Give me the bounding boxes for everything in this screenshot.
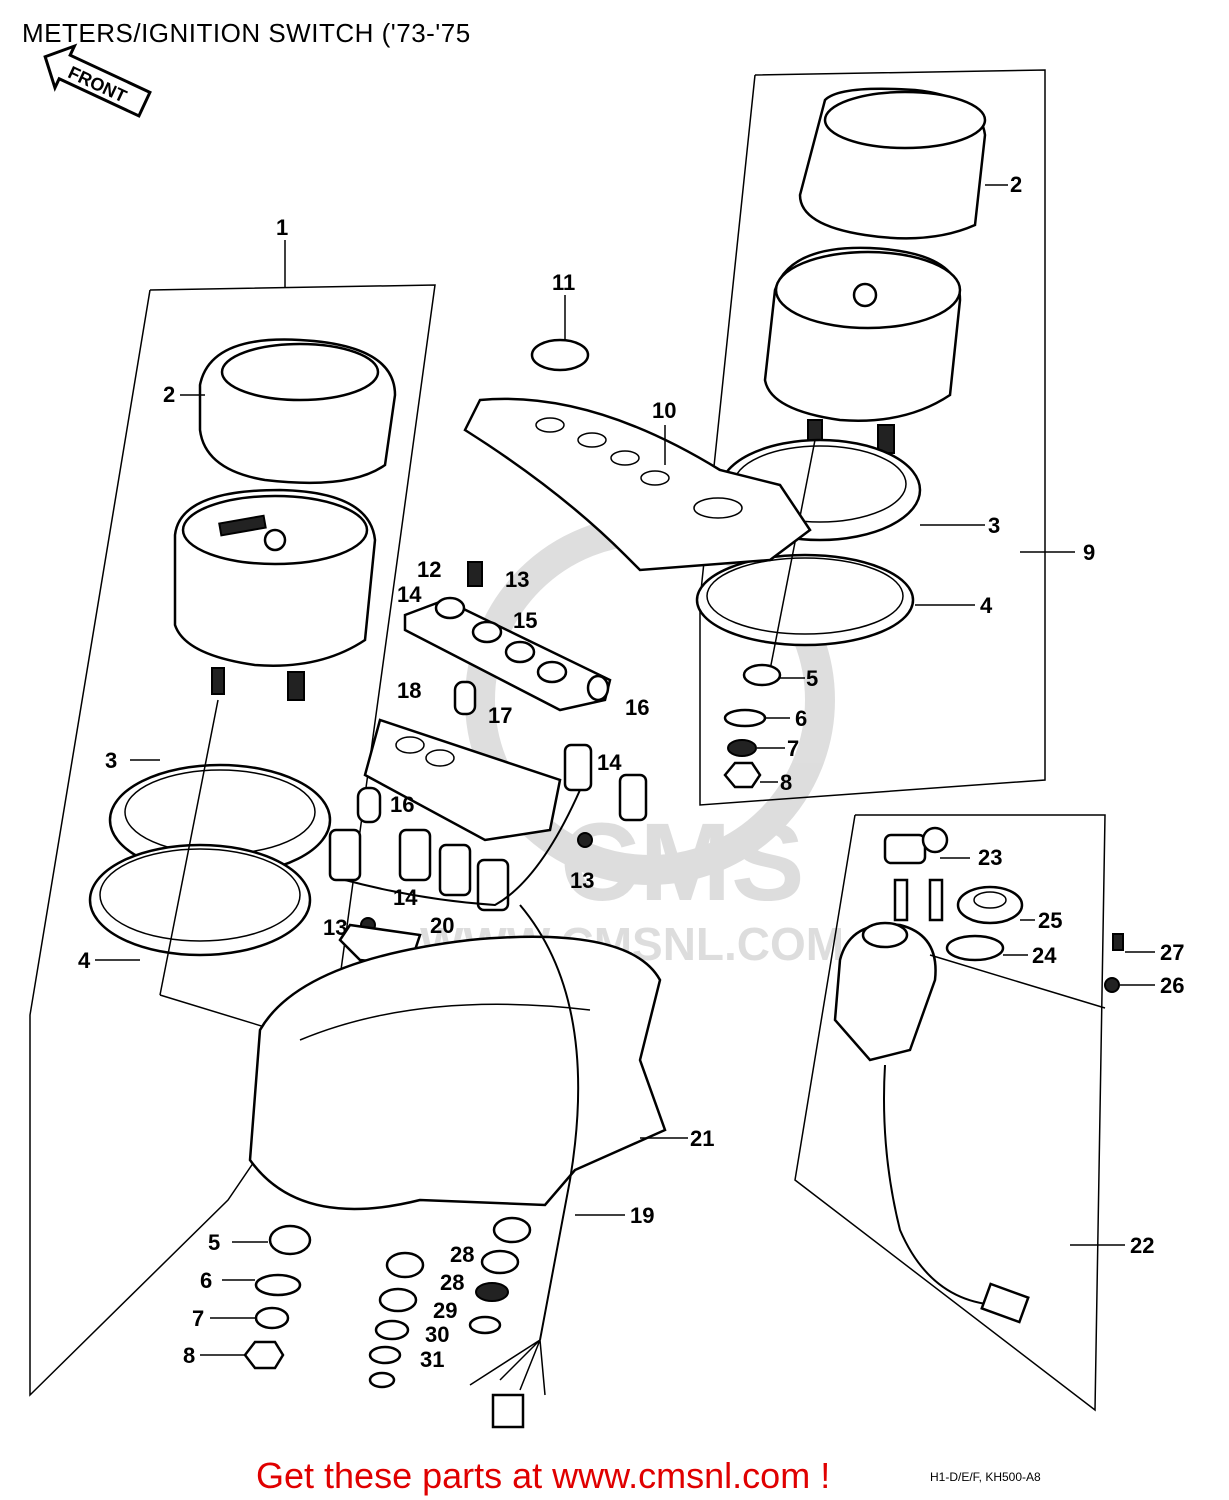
drawing-code: H1-D/E/F, KH500-A8 — [930, 1470, 1041, 1484]
callout-15: 15 — [513, 608, 537, 633]
callout-14-right: 14 — [597, 750, 622, 775]
diagram-title: METERS/IGNITION SWITCH ('73-'75 — [22, 18, 471, 48]
callout-8-left: 8 — [183, 1343, 195, 1368]
callout-30: 30 — [425, 1322, 449, 1347]
callout-13-top: 13 — [505, 567, 529, 592]
callout-1: 1 — [276, 215, 288, 240]
lamp-base-plate — [363, 718, 562, 842]
callout-16-right: 16 — [625, 695, 649, 720]
callout-8-right: 8 — [780, 770, 792, 795]
callout-19: 19 — [630, 1203, 654, 1228]
left-seal-ring — [88, 843, 312, 957]
ignition-grommet — [1104, 977, 1120, 993]
callout-10: 10 — [652, 398, 676, 423]
indicator-lamp-holder — [403, 596, 612, 712]
callout-2-left: 2 — [163, 382, 175, 407]
bulb-17 — [453, 680, 477, 716]
meter-housing — [248, 935, 667, 1211]
callout-13-left: 13 — [323, 915, 347, 940]
ignition-switch-body — [833, 921, 937, 1062]
ignition-connector — [980, 1282, 1030, 1324]
ignition-lead — [883, 1064, 996, 1306]
callout-21: 21 — [690, 1126, 714, 1151]
callout-5-right: 5 — [806, 666, 818, 691]
callout-25: 25 — [1038, 908, 1062, 933]
watermark: CMS WWW.CMSNL.COM — [420, 515, 844, 970]
callout-3-right: 3 — [988, 513, 1000, 538]
callout-5-left: 5 — [208, 1230, 220, 1255]
callout-28-bottom: 28 — [440, 1270, 464, 1295]
mount-rubber-stack — [368, 1216, 532, 1389]
grommet-13-right — [577, 832, 593, 848]
callout-27: 27 — [1160, 940, 1184, 965]
left-meter-cover — [198, 338, 397, 485]
wiring-harness — [469, 904, 580, 1429]
callout-29: 29 — [433, 1298, 457, 1323]
callout-17: 17 — [488, 703, 512, 728]
bulb-16 — [356, 786, 382, 824]
left-group-outline — [29, 284, 436, 1397]
callout-12: 12 — [417, 557, 441, 582]
callout-4-right: 4 — [980, 593, 993, 618]
callout-20: 20 — [430, 913, 454, 938]
callout-6-left: 6 — [200, 1268, 212, 1293]
callout-7-left: 7 — [192, 1306, 204, 1331]
callout-4-left: 4 — [78, 948, 91, 973]
cap-plug — [530, 338, 590, 372]
tachometer — [763, 246, 962, 454]
right-seal-ring — [695, 553, 915, 647]
callout-6-right: 6 — [795, 706, 807, 731]
ignition-washer — [945, 934, 1005, 962]
callout-22: 22 — [1130, 1233, 1154, 1258]
leader-lines — [95, 184, 1155, 1356]
callout-13-mid: 13 — [570, 868, 594, 893]
callout-2-right: 2 — [1010, 172, 1022, 197]
left-fastener-stack — [243, 1224, 312, 1370]
callout-14-top: 14 — [397, 582, 422, 607]
lamp-sockets — [328, 743, 648, 912]
speedometer — [173, 488, 377, 701]
callout-23: 23 — [978, 845, 1002, 870]
callout-9: 9 — [1083, 540, 1095, 565]
callout-11: 11 — [552, 270, 575, 295]
right-meter-cover — [798, 87, 987, 240]
callout-3-left: 3 — [105, 748, 117, 773]
right-fastener-stack — [723, 663, 782, 789]
callout-26: 26 — [1160, 973, 1184, 998]
ignition-screw — [1112, 933, 1124, 951]
watermark-logo: CMS — [560, 801, 804, 924]
callout-16-left: 16 — [390, 792, 414, 817]
ignition-group-outline — [794, 814, 1106, 1412]
ignition-nut — [956, 885, 1024, 925]
callout-14-left: 14 — [393, 885, 418, 910]
callout-31: 31 — [420, 1347, 444, 1372]
top-screw — [467, 561, 483, 587]
callout-7-right: 7 — [787, 736, 799, 761]
callout-28-top: 28 — [450, 1242, 474, 1267]
get-parts-link[interactable]: Get these parts at www.cmsnl.com ! — [256, 1455, 831, 1496]
callout-18: 18 — [397, 678, 421, 703]
meter-bracket — [463, 397, 812, 572]
ignition-key — [883, 826, 949, 922]
front-arrow: FRONT — [43, 43, 152, 118]
callout-24: 24 — [1032, 943, 1057, 968]
callout-labels: 1 2 2 3 3 4 4 5 5 6 6 7 7 8 8 9 10 11 12… — [78, 172, 1184, 1372]
